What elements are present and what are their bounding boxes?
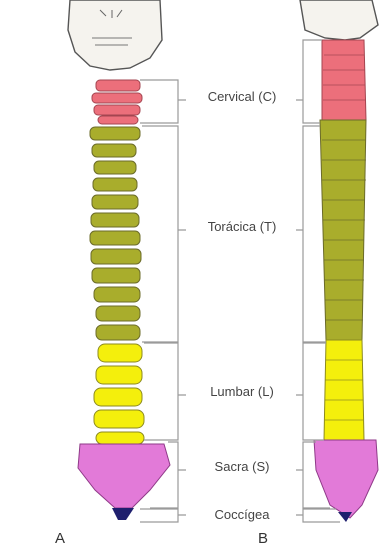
lumbar-a [94, 344, 144, 444]
label-thoracic: Torácica (T) [186, 219, 298, 235]
cervical-a [92, 80, 142, 124]
panel-label-b: B [258, 530, 268, 547]
skull-b-icon [300, 0, 378, 40]
label-lumbar: Lumbar (L) [186, 384, 298, 400]
column-a [78, 80, 170, 520]
skull-a-icon [68, 0, 162, 70]
label-sacral: Sacra (S) [186, 459, 298, 475]
panel-label-a: A [55, 530, 65, 547]
coccyx-a [112, 508, 134, 520]
column-b [314, 40, 378, 522]
thoracic-a [90, 127, 141, 340]
label-coccygeal: Coccígea [186, 507, 298, 523]
sacrum-a [78, 444, 170, 508]
label-cervical: Cervical (C) [186, 89, 298, 105]
